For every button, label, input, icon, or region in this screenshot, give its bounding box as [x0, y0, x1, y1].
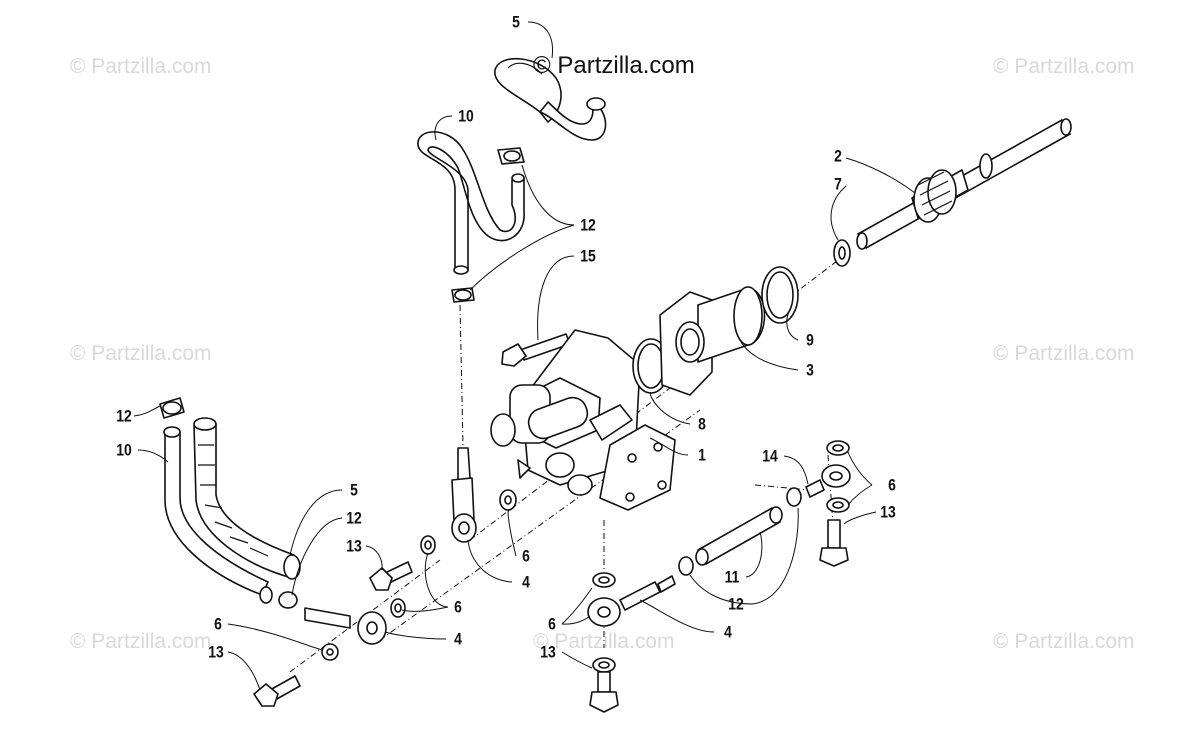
watermark-text: © Partzilla.com — [993, 342, 1135, 365]
washer-7 — [833, 239, 851, 267]
bolt-15 — [501, 333, 571, 367]
bolt-13-d — [819, 519, 849, 567]
callout-12: 12 — [116, 406, 132, 426]
washer-6-a — [499, 489, 517, 511]
callout-12: 12 — [580, 215, 596, 235]
callout-4: 4 — [454, 629, 462, 649]
callout-6: 6 — [888, 475, 896, 495]
clamp-lower — [278, 591, 298, 609]
shaft-gear-2 — [856, 118, 1072, 250]
watermark-text: © Partzilla.com — [70, 630, 212, 653]
o-ring-9 — [761, 266, 799, 324]
o-ring-8 — [632, 338, 670, 394]
callout-15: 15 — [580, 246, 596, 266]
watermark-text: © Partzilla.com — [533, 630, 675, 653]
callout-10: 10 — [116, 440, 132, 460]
watermark-text: © Partzilla.com — [70, 55, 212, 78]
clamp-upper — [497, 147, 525, 165]
watermark-text: © Partzilla.com — [70, 342, 212, 365]
watermark-text: © Partzilla.com — [993, 55, 1135, 78]
callout-14: 14 — [762, 446, 778, 466]
callout-1: 1 — [698, 445, 706, 465]
bolt-13-a — [369, 561, 413, 591]
clamp-12-right-a — [678, 556, 694, 576]
oil-pump-1 — [490, 329, 676, 511]
housing-3 — [659, 286, 766, 396]
callout-13: 13 — [540, 642, 556, 662]
bolt-13-c — [589, 671, 619, 713]
callout-4: 4 — [724, 622, 732, 642]
washer-6-f — [592, 657, 616, 673]
washer-6-c — [390, 598, 406, 618]
callout-13: 13 — [346, 536, 362, 556]
washer-6-g — [826, 440, 850, 456]
callout-2: 2 — [834, 146, 842, 166]
callout-12: 12 — [728, 594, 744, 614]
banjo-fitting-4-left — [304, 607, 387, 645]
clamp-lower-left — [159, 397, 185, 419]
callout-6: 6 — [522, 546, 530, 566]
callout-5: 5 — [512, 12, 520, 32]
hose-lower-5 — [193, 417, 301, 580]
banjo-fitting-4-lower — [587, 575, 676, 627]
callout-6: 6 — [214, 614, 222, 634]
callout-7: 7 — [834, 174, 842, 194]
clamp-mid — [451, 287, 475, 303]
banjo-fitting-4-upper — [451, 447, 477, 543]
hose-upper-5 — [494, 57, 607, 141]
hose-upper-10 — [417, 131, 525, 275]
fitting-14 — [805, 464, 851, 498]
callout-5: 5 — [350, 480, 358, 500]
washer-6-d — [321, 643, 339, 661]
callout-3: 3 — [806, 360, 814, 380]
hose-lower-10 — [163, 426, 273, 604]
callout-13: 13 — [880, 502, 896, 522]
callout-4: 4 — [522, 572, 530, 592]
copyright-credit: © Partzilla.com — [533, 52, 695, 79]
washer-6-b — [420, 535, 436, 555]
leader-lines — [133, 21, 916, 691]
callout-12: 12 — [346, 508, 362, 528]
watermark-text: © Partzilla.com — [993, 630, 1135, 653]
callout-8: 8 — [698, 414, 706, 434]
washer-6-h — [826, 497, 850, 513]
clamp-12-right-b — [786, 487, 802, 507]
washer-6-e — [592, 572, 616, 588]
callout-6: 6 — [454, 597, 462, 617]
callout-13: 13 — [208, 642, 224, 662]
callout-9: 9 — [806, 330, 814, 350]
callout-10: 10 — [458, 106, 474, 126]
bolt-13-b — [253, 675, 301, 707]
callout-11: 11 — [724, 567, 740, 587]
tube-11 — [695, 506, 783, 566]
callout-6: 6 — [548, 614, 556, 634]
